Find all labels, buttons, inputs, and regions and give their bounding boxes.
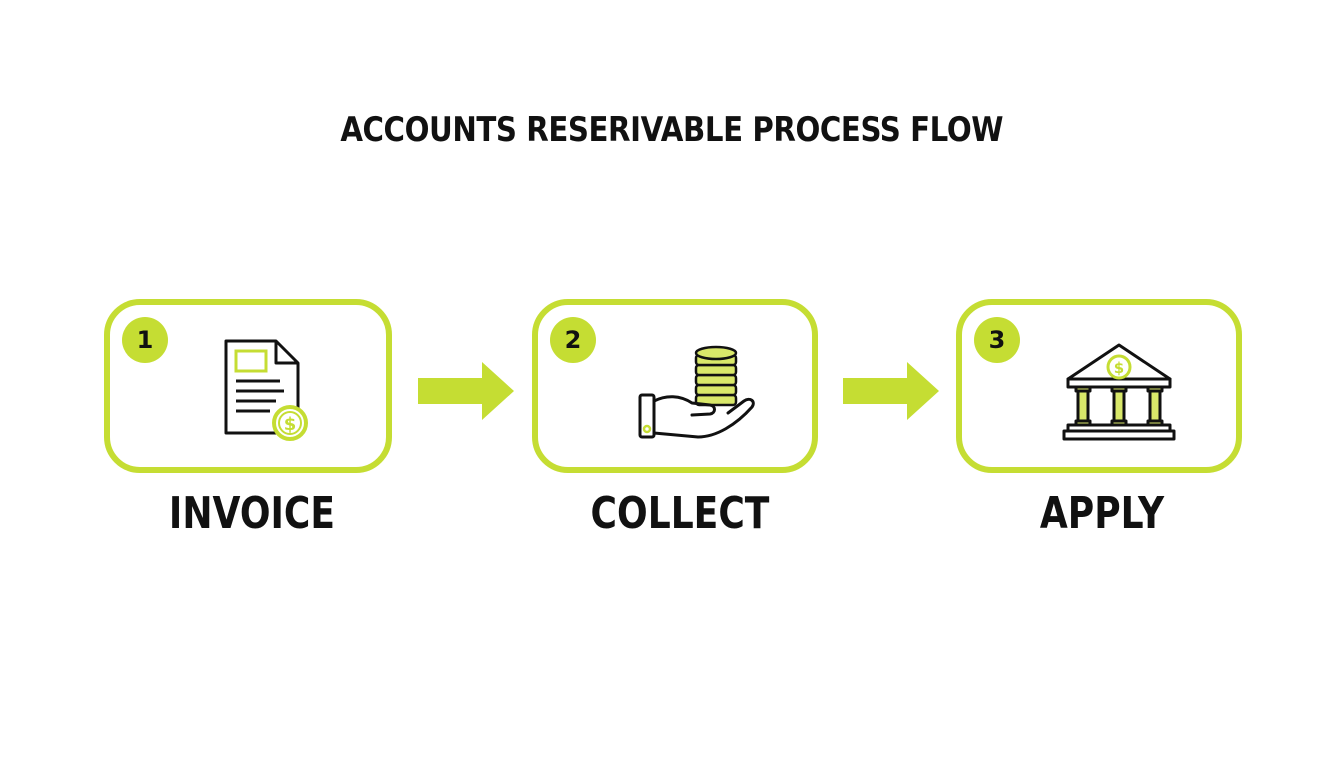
step-number-badge: 1 xyxy=(122,317,168,363)
diagram-title: ACCOUNTS RESERIVABLE PROCESS FLOW xyxy=(340,110,1004,150)
step-invoice: 1 $ xyxy=(104,299,392,473)
step-label-apply: APPLY xyxy=(1039,488,1165,539)
step-apply: 3 $ xyxy=(956,299,1242,473)
svg-text:$: $ xyxy=(284,414,297,435)
step-label-invoice: INVOICE xyxy=(168,488,336,539)
step-label-collect: COLLECT xyxy=(590,488,770,539)
step-collect: 2 xyxy=(532,299,818,473)
hand-coins-icon xyxy=(638,345,755,439)
step-number-badge: 2 xyxy=(550,317,596,363)
flow-arrow-2-to-3 xyxy=(843,362,939,420)
flow-arrow-1-to-2 xyxy=(418,362,514,420)
bank-icon: $ xyxy=(1062,343,1176,441)
invoice-document-icon: $ xyxy=(224,339,308,441)
svg-text:$: $ xyxy=(1114,359,1124,377)
step-number-badge: 3 xyxy=(974,317,1020,363)
